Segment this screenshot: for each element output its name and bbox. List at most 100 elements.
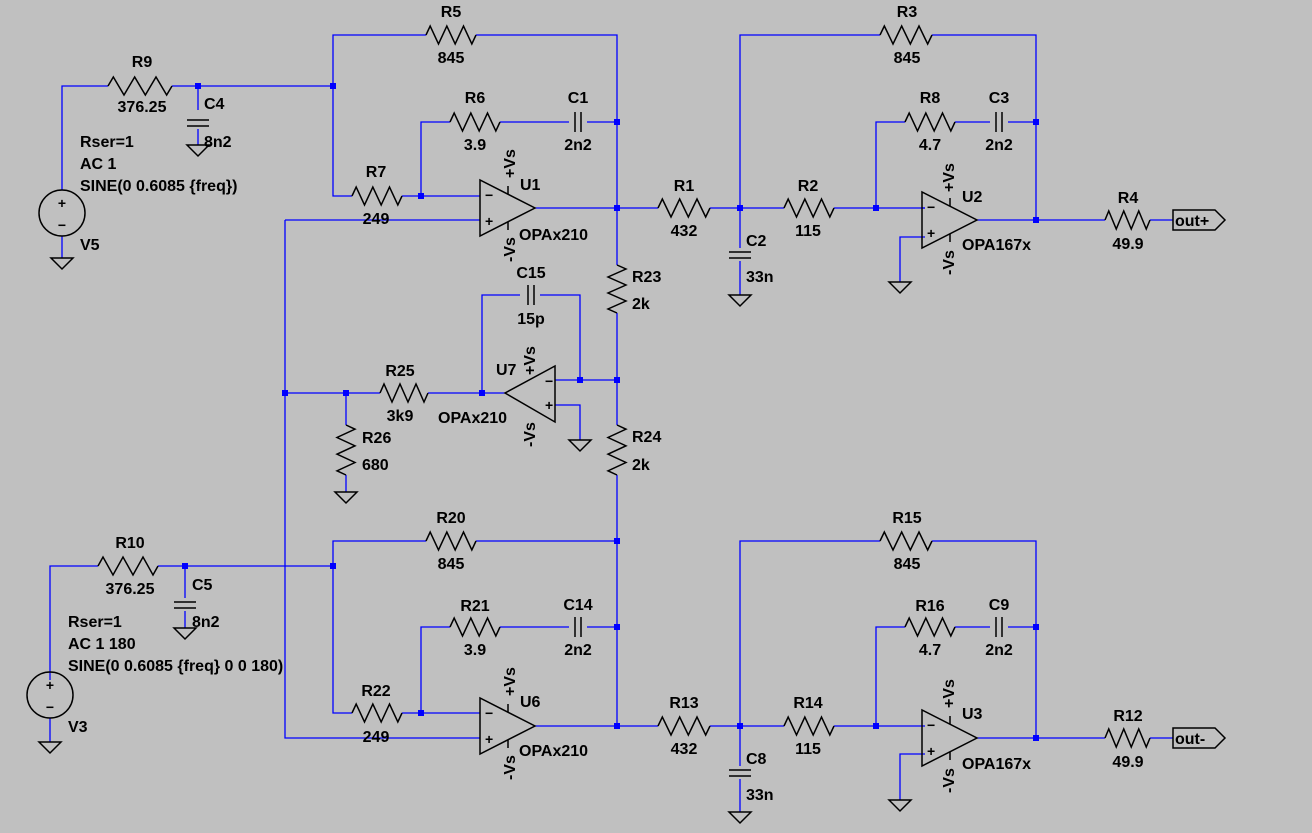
capacitor-c8: [729, 769, 751, 777]
wire: [332, 566, 352, 714]
resistor-body: [657, 715, 711, 737]
resistor-value: 680: [362, 457, 389, 474]
capacitor-name: C9: [989, 597, 1010, 614]
opamp-pin-sign: −: [927, 717, 935, 733]
junction-dot: [479, 390, 485, 396]
ground-icon: [37, 741, 63, 755]
capacitor-value: 2n2: [564, 137, 592, 154]
supply-negative-label: -Vs: [941, 768, 958, 793]
capacitor-c5: [174, 601, 196, 609]
resistor-body: [425, 530, 477, 552]
opamp-pin-sign: +: [927, 743, 935, 759]
junction-dot: [577, 377, 583, 383]
wire: [875, 121, 905, 208]
resistor-r16: [904, 616, 956, 638]
opamp-name: U6: [520, 694, 541, 711]
capacitor-c1: [574, 112, 582, 132]
supply-positive-label: +Vs: [502, 149, 519, 178]
opamp-pin-sign: −: [485, 705, 493, 721]
source-parameter: Rser=1: [80, 134, 134, 151]
supply-negative-label: -Vs: [941, 250, 958, 275]
junction-dot: [418, 710, 424, 716]
resistor-value: 49.9: [1112, 754, 1143, 771]
junction-dot: [614, 624, 620, 630]
junction-dot: [282, 390, 288, 396]
opamp-u3: [921, 708, 979, 768]
resistor-r15: [879, 530, 933, 552]
opamp-model: OPA167x: [962, 237, 1031, 254]
supply-negative-label: -Vs: [502, 237, 519, 262]
resistor-value: 4.7: [919, 137, 941, 154]
capacitor-value: 33n: [746, 269, 774, 286]
opamp-model: OPAx210: [519, 227, 588, 244]
resistor-value: 845: [894, 556, 921, 573]
opamp-model: OPAx210: [438, 410, 507, 427]
resistor-r23: [606, 264, 628, 314]
resistor-r9: [107, 75, 173, 97]
resistor-name: R4: [1118, 190, 1139, 207]
resistor-r26: [335, 424, 357, 476]
wire: [49, 565, 98, 680]
wire: [332, 86, 352, 197]
resistor-value: 376.25: [106, 581, 155, 598]
junction-dot: [182, 563, 188, 569]
ground-icon: [49, 257, 75, 271]
resistor-body: [904, 616, 956, 638]
resistor-name: R25: [385, 363, 414, 380]
resistor-name: R13: [669, 695, 698, 712]
ground-icon: [887, 281, 913, 295]
wire: [476, 34, 618, 208]
junction-dot: [1033, 217, 1039, 223]
resistor-value: 432: [671, 741, 698, 758]
source-plus-sign: +: [46, 677, 54, 693]
port-out-plus-label: out+: [1175, 213, 1209, 230]
opamp-name: U2: [962, 189, 983, 206]
resistor-body: [657, 197, 711, 219]
resistor-body: [379, 382, 429, 404]
capacitor-name: C1: [568, 90, 589, 107]
wire: [875, 626, 905, 726]
junction-dot: [195, 83, 201, 89]
resistor-name: R6: [465, 90, 486, 107]
opamp-model: OPAx210: [519, 743, 588, 760]
resistor-r25: [379, 382, 429, 404]
opamp-u1: [479, 178, 537, 238]
capacitor-value: 2n2: [985, 642, 1013, 659]
resistor-value: 845: [894, 50, 921, 67]
junction-dot: [343, 390, 349, 396]
resistor-value: 845: [438, 50, 465, 67]
wire: [420, 121, 450, 196]
resistor-body: [107, 75, 173, 97]
opamp-pin-sign: −: [545, 373, 553, 389]
capacitor-c9: [995, 617, 1003, 637]
ground-icon: [727, 294, 753, 308]
resistor-value: 49.9: [1112, 236, 1143, 253]
source-parameter: Rser=1: [68, 614, 122, 631]
source-plus-sign: +: [58, 195, 66, 211]
source-name: V5: [80, 237, 100, 254]
capacitor-value: 2n2: [564, 642, 592, 659]
wire: [932, 540, 1037, 738]
resistor-body: [1104, 727, 1151, 749]
resistor-value: 432: [671, 223, 698, 240]
capacitor-c4: [187, 119, 209, 127]
wire: [540, 294, 581, 380]
resistor-r20: [425, 530, 477, 552]
opamp-triangle-icon: [503, 364, 556, 424]
resistor-body: [1104, 209, 1151, 231]
supply-positive-label: +Vs: [502, 667, 519, 696]
resistor-name: R21: [460, 598, 489, 615]
resistor-r7: [351, 185, 403, 207]
resistor-r22: [351, 702, 403, 724]
resistor-name: R3: [897, 4, 918, 21]
junction-dot: [330, 83, 336, 89]
resistor-name: R24: [632, 429, 661, 446]
capacitor-value: 15p: [517, 311, 545, 328]
supply-positive-label: +Vs: [522, 346, 539, 375]
voltage-source-v5: [38, 189, 86, 237]
junction-dot: [614, 538, 620, 544]
resistor-value: 2k: [632, 457, 650, 474]
resistor-r21: [449, 616, 501, 638]
resistor-value: 3.9: [464, 642, 486, 659]
